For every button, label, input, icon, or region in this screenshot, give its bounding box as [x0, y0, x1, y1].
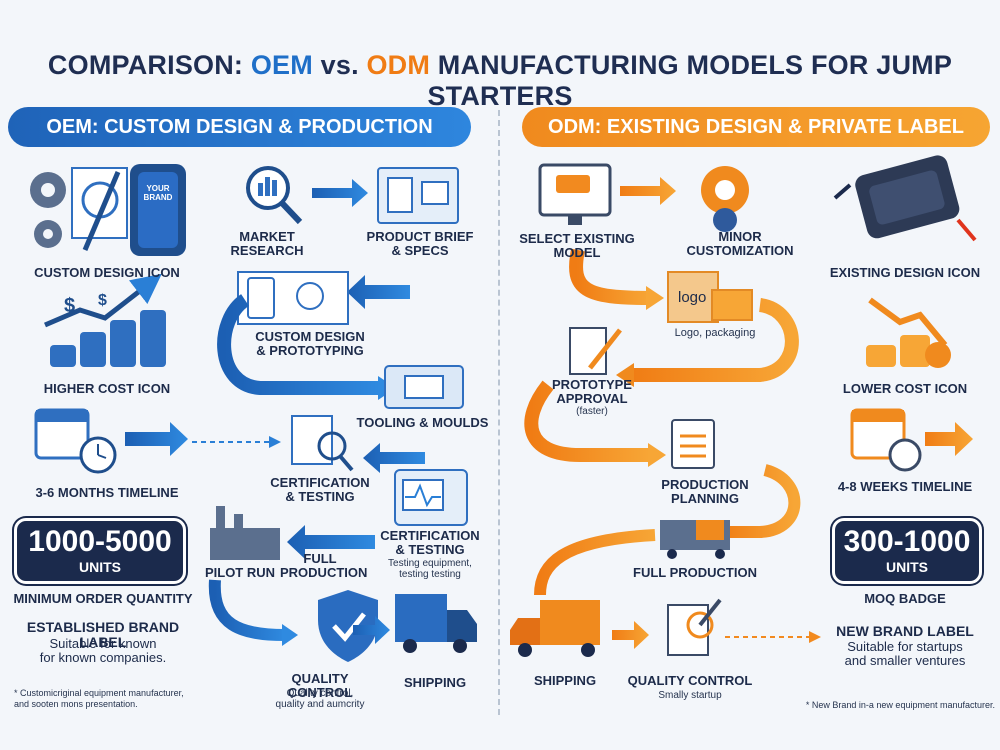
odm-banner: ODM: EXISTING DESIGN & PRIVATE LABEL	[522, 107, 990, 147]
higher-cost-icon: $ $	[44, 273, 166, 367]
calendar-icon	[34, 408, 90, 460]
odm-moq-label: MOQ BADGE	[864, 591, 946, 606]
clamp-icon	[956, 218, 977, 242]
timeline-arrow-icon	[125, 422, 188, 456]
custom-design-label: CUSTOM DESIGN ICON	[34, 265, 180, 280]
custom-design-prototyping-label: CUSTOM DESIGN & PROTOTYPING	[255, 329, 365, 358]
oem-timeline-label: 3-6 MONTHS TIMELINE	[35, 485, 179, 500]
certification-label-2: CERTIFICATION & TESTING	[380, 528, 480, 557]
minor-customization-label: MINOR CUSTOMIZATION	[686, 229, 794, 258]
oem-brand-label: ESTABLISHED BRAND LABEL	[26, 619, 180, 650]
logo-text: logo	[678, 289, 706, 306]
prototype-sketch-icon	[237, 271, 349, 325]
odm-quality-control-label: QUALITY CONTROL	[627, 673, 753, 688]
odm-moq-unit: UNITS	[886, 559, 928, 575]
arrow-icon	[312, 179, 368, 207]
title-suffix: MANUFACTURING MODELS FOR JUMP STARTERS	[427, 50, 953, 111]
odm-calendar-icon	[850, 408, 906, 460]
existing-design-label: EXISTING DESIGN ICON	[829, 265, 981, 280]
oem-brand-sub: Suitable for known for known companies.	[39, 636, 167, 665]
arrow-icon	[612, 621, 649, 649]
oem-footnote: * Customicriginal equipment manufacturer…	[14, 688, 184, 709]
title-odm: ODM	[366, 50, 431, 80]
odm-qc-sub: Smally startup	[658, 690, 722, 701]
pencil-icon	[82, 171, 121, 251]
odm-brand-label: NEW BRAND LABEL	[836, 623, 974, 639]
logo-packaging-label: Logo, packaging	[674, 327, 756, 339]
center-divider	[498, 110, 500, 715]
full-production-label: FULL PRODUCTION	[280, 551, 368, 580]
arrow-icon	[353, 616, 390, 644]
prototype-approval-label: PROTOTYPE APPROVAL	[552, 377, 632, 406]
oem-moq-label: MINIMUM ORDER QUANTITY	[13, 591, 193, 606]
flow-arrow-icon	[208, 579, 286, 641]
gears-icon	[30, 172, 66, 248]
cert2-sub: Testing equipment, testing testing	[388, 558, 472, 580]
title-oem: OEM	[250, 50, 313, 80]
market-research-label: MARKET RESEARCH	[230, 229, 304, 258]
factory-icon	[210, 506, 280, 560]
select-existing-label: SELECT EXISTING MODEL	[519, 231, 635, 260]
oem-moq-badge: 1000-5000 UNITS	[14, 518, 186, 584]
svg-text:$: $	[98, 292, 107, 309]
truck-icon	[395, 594, 477, 653]
flow-arrow-icon	[524, 380, 650, 462]
existing-jump-starter-icon	[855, 155, 960, 239]
faster-label: (faster)	[576, 406, 608, 417]
tooling-label: TOOLING & MOULDS	[356, 415, 489, 430]
arrow-icon	[287, 525, 375, 559]
qc-sub: Quality control, quality and aumcrity	[275, 688, 365, 710]
blueprint-icon	[71, 167, 128, 239]
clamp-icon	[833, 183, 852, 200]
arrow-icon	[363, 443, 425, 473]
flow-arrow-icon	[217, 294, 380, 395]
flow-arrow-icon	[720, 464, 801, 538]
oem-banner: OEM: CUSTOM DESIGN & PRODUCTION	[8, 107, 471, 147]
product-brief-label: PRODUCT BRIEF & SPECS	[366, 229, 474, 258]
clipboard-icon	[671, 419, 715, 469]
customization-gear-icon	[701, 166, 749, 232]
oem-moq-unit: UNITS	[79, 559, 121, 575]
odm-moq-number: 300-1000	[843, 525, 971, 558]
your-brand-text: YOUR BRAND	[143, 184, 173, 202]
svg-text:$: $	[64, 295, 75, 317]
quality-control-label: QUALITY CONTROL	[287, 671, 353, 700]
odm-footnote: * New Brand in-a new equipment manufactu…	[805, 700, 995, 710]
odm-full-production-label: FULL PRODUCTION	[633, 565, 757, 580]
odm-brand-sub: Suitable for startups and smaller ventur…	[844, 639, 966, 668]
odm-timeline-label: 4-8 WEEKS TIMELINE	[837, 479, 973, 494]
production-line-icon	[660, 520, 730, 559]
flow-arrow-icon	[534, 529, 656, 596]
shipping-label: SHIPPING	[403, 675, 467, 690]
flow-arrow-icon	[630, 298, 799, 382]
odm-clock-icon	[888, 438, 922, 472]
title-prefix: COMPARISON:	[47, 50, 251, 80]
higher-cost-label: HIGHER COST ICON	[43, 381, 171, 396]
shield-check-icon	[318, 590, 378, 662]
lower-cost-label: LOWER COST ICON	[842, 381, 968, 396]
production-planning-label: PRODUCTION PLANNING	[661, 477, 749, 506]
flow-arrow-icon	[569, 248, 651, 305]
page-title: COMPARISON: OEM vs. ODM MANUFACTURING MO…	[0, 50, 1000, 112]
odm-truck-icon	[510, 600, 600, 657]
lower-cost-icon	[866, 297, 951, 368]
oem-moq-number: 1000-5000	[28, 525, 172, 558]
timeline-arrow-icon	[925, 422, 973, 456]
odm-shipping-label: SHIPPING	[533, 673, 597, 688]
pilot-run-label: PILOT RUN	[204, 565, 276, 580]
certification-label-1: CERTIFICATION & TESTING	[270, 475, 370, 504]
title-vs: vs.	[312, 50, 367, 80]
odm-moq-badge: 300-1000 UNITS	[832, 518, 982, 584]
arrow-icon	[620, 177, 676, 205]
arrow-icon	[347, 275, 410, 309]
